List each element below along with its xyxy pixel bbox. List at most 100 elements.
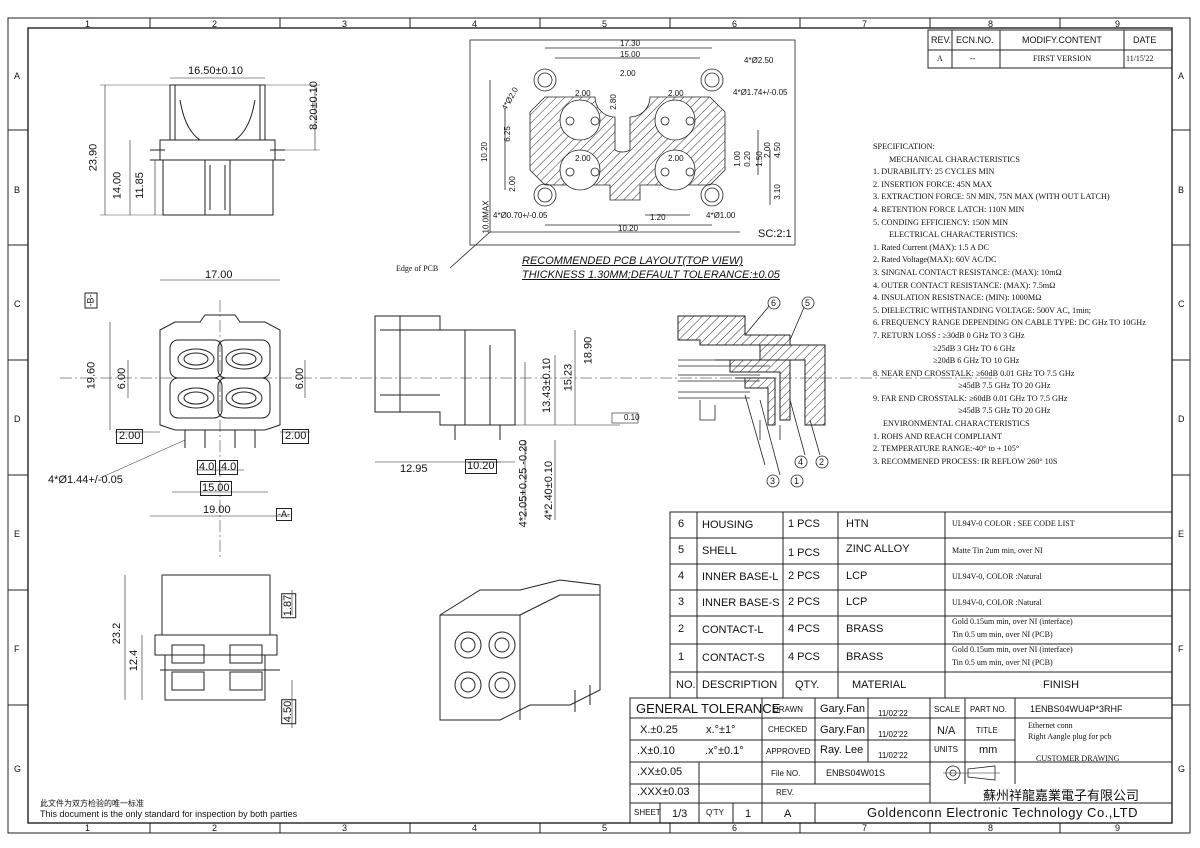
drawn-date: 11/02'22 <box>878 709 908 718</box>
spec-line: 3. RECOMMENED PROCESS: IR REFLOW 260° 10… <box>873 456 1058 466</box>
rev-value: A <box>784 808 792 820</box>
col-label: 3 <box>342 823 348 833</box>
pcb-layout <box>449 39 796 269</box>
title-label: TITLE <box>976 726 998 735</box>
dim-depth: 12.95 <box>400 463 428 475</box>
balloon-6: 6 <box>771 298 777 308</box>
col-label: 1 <box>85 19 91 29</box>
tolerance-value: .XX±0.05 <box>637 766 683 778</box>
company-name-en: Goldenconn Electronic Technology Co.,LTD <box>867 805 1138 820</box>
col-label: 8 <box>988 19 994 29</box>
spec-line: 2. Rated Voltage(MAX): 60V AC/DC <box>873 255 997 265</box>
datum-b: -B- <box>84 292 98 309</box>
pcb-dim: 15.00 <box>620 50 641 59</box>
specification: SPECIFICATION: MECHANICAL CHARACTERISTIC… <box>873 141 1146 468</box>
row-label: E <box>1178 529 1185 539</box>
col-label: 2 <box>212 823 218 833</box>
bom-no: 2 <box>678 623 685 635</box>
outer-frame <box>7 17 1191 834</box>
zone-ticks <box>8 18 1190 833</box>
col-label: 7 <box>862 823 868 833</box>
qty-label: Q'TY <box>706 808 724 817</box>
col-label: 5 <box>602 19 608 29</box>
sheet-value: 1/3 <box>672 808 688 820</box>
file-no-label: File NO. <box>771 769 801 778</box>
dim-height: 1.87 <box>281 592 297 619</box>
bom-desc: INNER BASE-S <box>702 597 780 609</box>
spec-line: 6. FREQUENCY RANGE DEPENDING ON CABLE TY… <box>873 318 1146 328</box>
pcb-title: RECOMMENDED PCB LAYOUT(TOP VIEW) <box>522 255 744 267</box>
spec-line: 1. ROHS AND REACH COMPLIANT <box>873 431 1002 441</box>
bom-finish: UL94V-0 COLOR : SEE CODE LIST <box>952 519 1075 528</box>
bom-finish: Gold 0.15um min, over NI (interface) <box>952 617 1073 626</box>
spec-line: 4. RETENTION FORCE LATCH: 110N MIN <box>873 204 1025 214</box>
hole-callout: 4*Ø1.44+/-0.05 <box>48 474 123 486</box>
dim-pitch: 4.0 <box>219 460 239 475</box>
tolerance-value: .X±0.10 <box>637 745 675 757</box>
spec-line: ≥20dB 6 GHz TO 10 GHz <box>933 356 1020 366</box>
balloon-circles <box>766 296 829 488</box>
tolerance-value: .XXX±0.03 <box>637 786 690 798</box>
row-label: C <box>1178 299 1185 309</box>
bom-header-no: NO. <box>676 679 696 691</box>
spec-line: 7. RETURN LOSS : ≥30dB 0 GHz TO 3 GHz <box>873 330 1025 340</box>
bom-finish: UL94V-0, COLOR :Natural <box>952 598 1042 607</box>
col-label: 3 <box>342 19 348 29</box>
pin-length: 4*2.40±0.10 <box>543 460 556 521</box>
dim-width: 19.00 <box>203 504 231 516</box>
col-label: 8 <box>988 823 994 833</box>
bom-material: LCP <box>846 570 868 582</box>
spec-line: ELECTRICAL CHARACTERISTICS: <box>889 230 1018 240</box>
footer-note-cn: 此文件为双方检验的唯一标准 <box>40 799 144 808</box>
spec-line: 4. INSULATION RESISTNACE: (MIN): 1000MΩ <box>873 293 1042 303</box>
row-label: D <box>14 414 21 424</box>
balloon-5: 5 <box>805 298 811 308</box>
approved-date: 11/02'22 <box>878 751 908 760</box>
pcb-dim: 1.00 <box>732 151 742 167</box>
pcb-hole-label: 4*Ø2.50 <box>744 56 774 65</box>
spec-line: MECHANICAL CHARACTERISTICS <box>889 154 1020 164</box>
row-label: F <box>14 644 20 654</box>
bom-qty: 4 PCS <box>788 623 820 635</box>
pcb-dim: 3.10 <box>772 184 782 200</box>
pcb-dim: 2.00 <box>668 154 684 163</box>
bom-desc: CONTACT-L <box>702 624 764 636</box>
pcb-dim: 2.00 <box>575 154 591 163</box>
rev-value: A <box>937 54 943 63</box>
dim-width: 17.00 <box>205 269 233 281</box>
revision-grid <box>927 29 1173 69</box>
spec-line: ENVIRONMENTAL CHARACTERISTICS <box>883 419 1030 429</box>
bom-no: 4 <box>678 570 685 582</box>
dim-height: 6.00 <box>294 367 307 390</box>
footer-note-en: This document is the only standard for i… <box>40 809 298 819</box>
bom-grid <box>669 511 1173 699</box>
bom-finish: UL94V-0, COLOR :Natural <box>952 572 1042 581</box>
tolerance-angle: .x°±0.1° <box>705 745 744 757</box>
dim-height: 18.90 <box>582 336 595 365</box>
row-label: A <box>1178 71 1185 81</box>
bom-finish: Tin 0.5 um min, over NI (PCB) <box>952 630 1053 639</box>
dim-height: 19.60 <box>85 361 98 390</box>
bom-finish: Matte Tin 2um min, over NI <box>952 546 1043 555</box>
dim-height: 4.50 <box>281 698 297 725</box>
front-view <box>60 279 1000 560</box>
approved-label: APPROVED <box>766 747 811 756</box>
bom-finish: Tin 0.5 um min, over NI (PCB) <box>952 658 1053 667</box>
pcb-dim: 10.20 <box>480 141 490 163</box>
title-block-grid <box>629 697 1173 824</box>
spec-heading: SPECIFICATION: <box>873 142 935 151</box>
col-label: 9 <box>1115 19 1121 29</box>
qty-value: 1 <box>745 808 752 820</box>
dim-height: 12.4 <box>128 649 141 672</box>
spec-line: 5. DIELECTRIC WITHSTANDING VOLTAGE: 500V… <box>873 305 1092 315</box>
dim-offset: 2.00 <box>282 429 310 444</box>
bom-qty: 1 PCS <box>788 547 820 559</box>
spec-line: 3. SINGNAL CONTACT RESISTANCE: (MAX): 10… <box>873 267 1062 277</box>
side-view <box>374 315 639 520</box>
dim-width: 16.50±0.10 <box>188 65 243 77</box>
spec-line: 4. OUTER CONTACT RESISTANCE: (MAX): 7.5m… <box>873 280 1056 290</box>
date-header: DATE <box>1133 35 1157 45</box>
dim-offset: 2.00 <box>116 429 144 444</box>
